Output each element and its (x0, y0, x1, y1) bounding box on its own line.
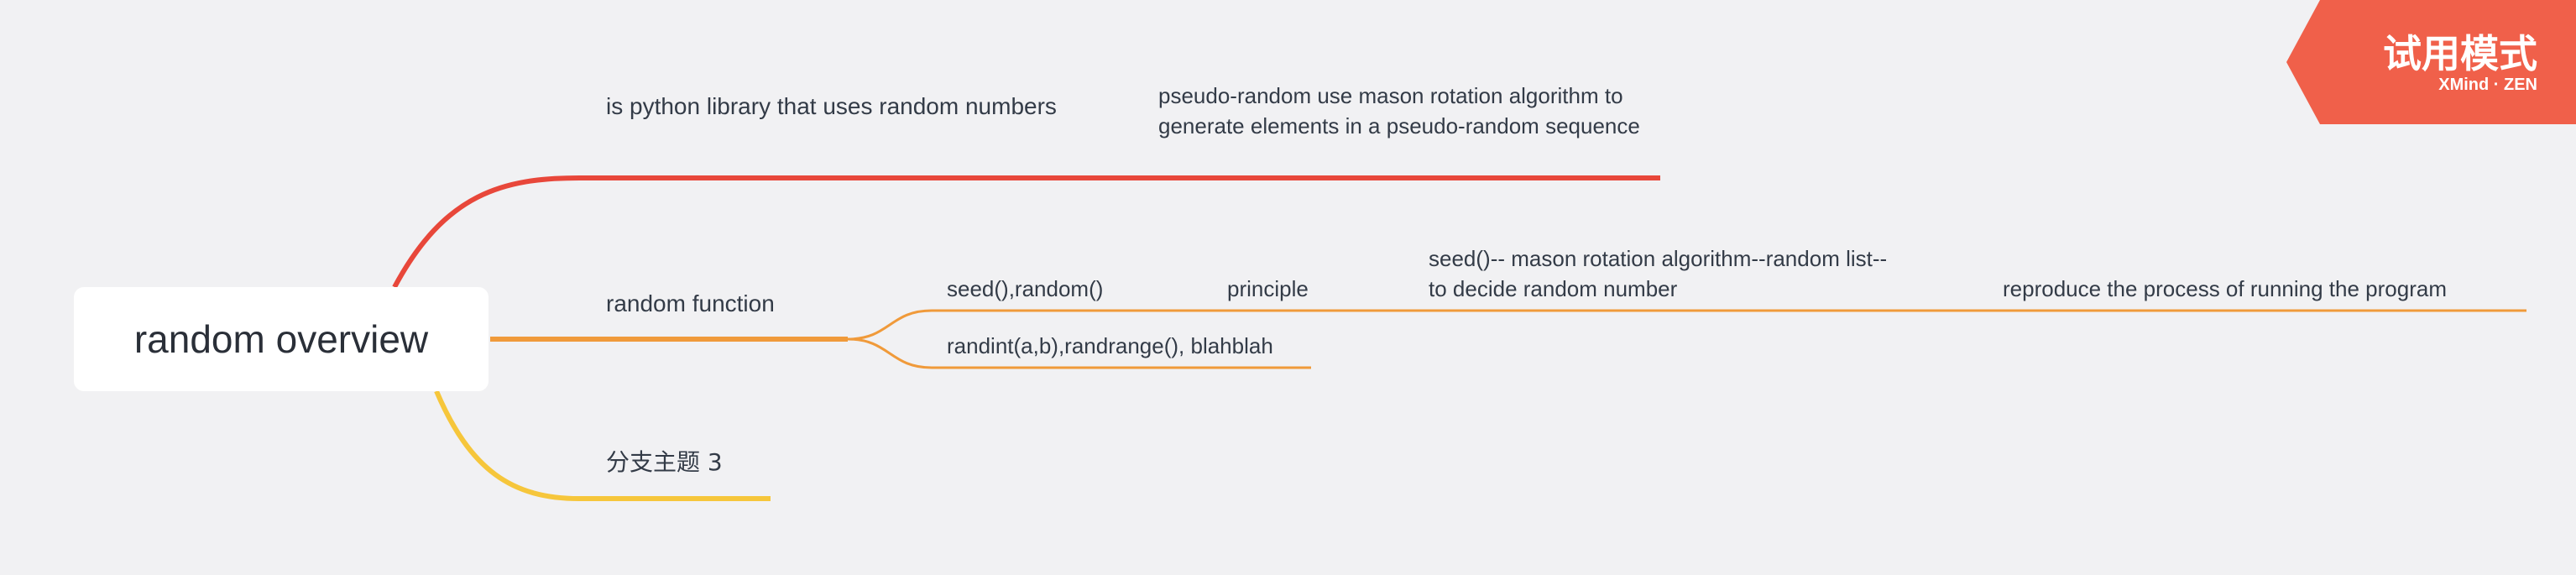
branch-2-child-2[interactable]: randint(a,b),randrange(), blahblah (947, 333, 1273, 358)
connector-branch-3 (434, 389, 771, 501)
branch-1-label[interactable]: is python library that uses random numbe… (606, 93, 1057, 119)
branch-2-child-1-principle[interactable]: principle (1227, 276, 1309, 301)
connector-branch-1 (392, 175, 1660, 289)
trial-mode-title: 试用模式 (2383, 31, 2537, 76)
root-topic[interactable]: random overview (74, 287, 489, 391)
branch-2-label[interactable]: random function (606, 290, 775, 316)
root-label: random overview (133, 317, 429, 361)
connector-branch-2-c2 (847, 337, 1311, 369)
branch-2-child-1[interactable]: seed(),random() (947, 276, 1104, 301)
branch-3-label[interactable]: 分支主题 3 (606, 448, 723, 476)
branch-1-child[interactable]: pseudo-random use mason rotation algorit… (1158, 83, 1640, 139)
branch-2-child-1-detail[interactable]: seed()-- mason rotation algorithm--rando… (1429, 246, 1888, 301)
trial-mode-badge (2286, 0, 2576, 124)
xmind-zen-logo: XMind · ZEN (2438, 76, 2537, 94)
branch-2-child-1-reproduce[interactable]: reproduce the process of running the pro… (2003, 276, 2447, 301)
connector-branch-2-c1 (847, 309, 2526, 341)
